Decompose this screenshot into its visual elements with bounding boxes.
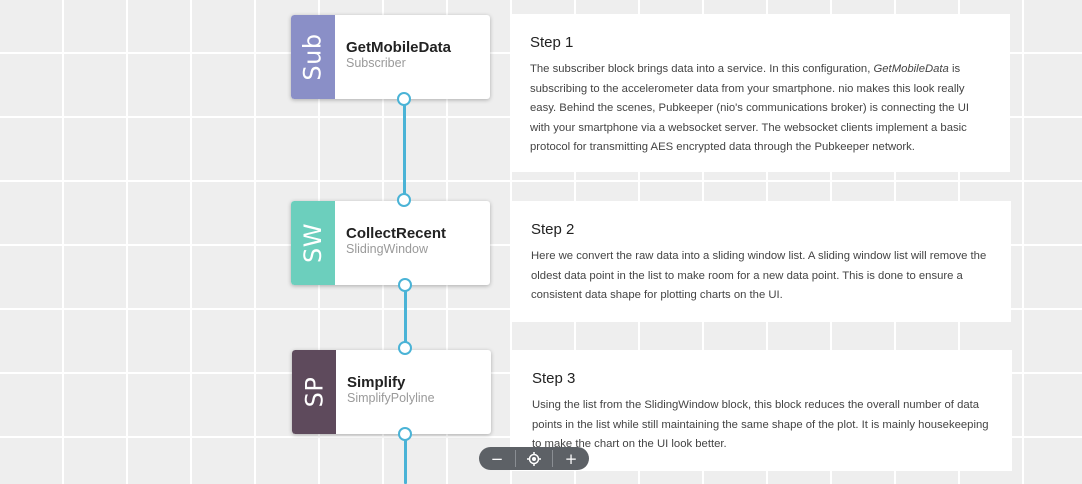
- block-simplify[interactable]: SP Simplify SimplifyPolyline: [292, 350, 491, 434]
- connection-wire[interactable]: [404, 290, 407, 343]
- target-icon: [527, 451, 541, 466]
- divider: [515, 450, 516, 467]
- connection-wire[interactable]: [404, 439, 407, 484]
- badge-label: Sub: [299, 33, 327, 81]
- badge-label: SP: [300, 376, 328, 408]
- step-card-3: Step 3 Using the list from the SlidingWi…: [512, 350, 1012, 471]
- block-type: Subscriber: [346, 56, 406, 70]
- block-name: GetMobileData: [346, 39, 452, 56]
- block-getmobiledata[interactable]: Sub GetMobileData Subscriber: [291, 15, 490, 99]
- step-description: The subscriber block brings data into a …: [530, 63, 969, 153]
- block-name-reference: GetMobileData: [873, 63, 949, 75]
- divider: [552, 450, 553, 467]
- block-type-badge: SP: [292, 350, 336, 434]
- block-name: CollectRecent: [346, 225, 447, 242]
- input-port[interactable]: [398, 341, 412, 355]
- step-card-1: Step 1 The subscriber block brings data …: [510, 14, 1010, 172]
- block-type-badge: SW: [291, 201, 335, 285]
- badge-label: SW: [299, 223, 327, 263]
- input-port[interactable]: [397, 193, 411, 207]
- zoom-toolbar: − +: [479, 447, 589, 470]
- block-type-badge: Sub: [291, 15, 335, 99]
- step-title: Step 3: [532, 370, 576, 387]
- zoom-in-button[interactable]: +: [564, 449, 578, 468]
- output-port[interactable]: [398, 278, 412, 292]
- step-title: Step 2: [531, 221, 575, 238]
- block-name: Simplify: [347, 374, 406, 391]
- zoom-out-button[interactable]: −: [490, 449, 504, 468]
- step-description: Using the list from the SlidingWindow bl…: [532, 399, 989, 450]
- block-collectrecent[interactable]: SW CollectRecent SlidingWindow: [291, 201, 490, 285]
- block-type: SimplifyPolyline: [347, 391, 435, 405]
- step-card-2: Step 2 Here we convert the raw data into…: [511, 201, 1011, 322]
- step-description: Here we convert the raw data into a slid…: [531, 250, 987, 301]
- block-type: SlidingWindow: [346, 242, 428, 256]
- connection-wire[interactable]: [403, 104, 406, 196]
- output-port[interactable]: [397, 92, 411, 106]
- output-port[interactable]: [398, 427, 412, 441]
- recenter-button[interactable]: [516, 447, 552, 470]
- step-title: Step 1: [530, 34, 574, 51]
